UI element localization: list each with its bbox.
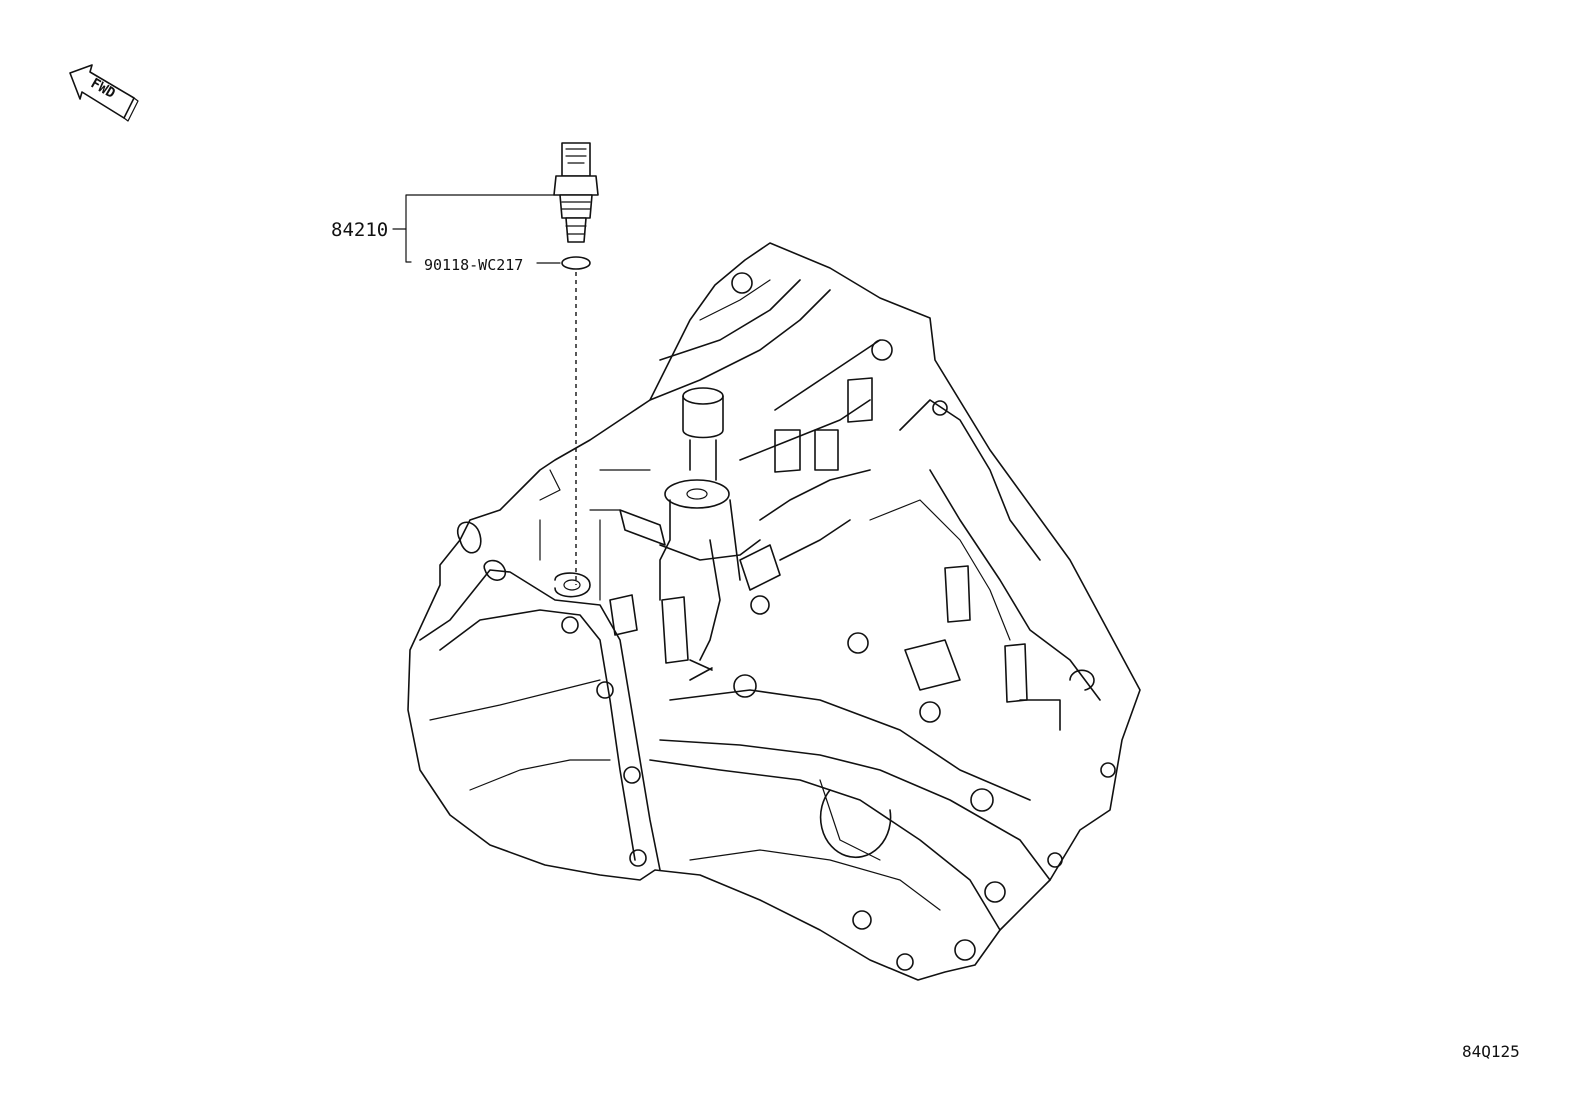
fwd-arrow-icon: FWD (69, 64, 139, 122)
sensor-switch-icon (553, 142, 599, 243)
illustration-code: 84Q125 (1462, 1042, 1520, 1061)
part-number-84210: 84210 (331, 219, 388, 241)
transaxle-housing-illustration (407, 242, 1141, 981)
part-number-gasket: 90118-WC217 (424, 256, 523, 274)
gasket-icon (561, 256, 591, 270)
callout-bracket (392, 194, 561, 264)
